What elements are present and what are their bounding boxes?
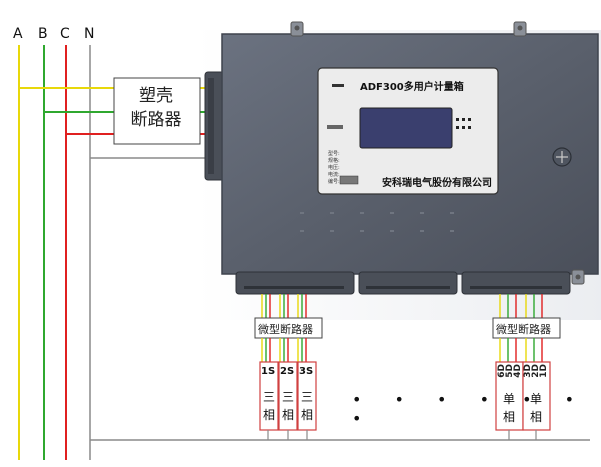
panel-title: ADF300多用户计量箱 [360,82,464,93]
phase-c-label: C [60,26,70,42]
lcd-screen [359,107,453,149]
panel-small-label-5: 编号: [328,179,340,185]
mccb-label: 塑壳 断路器 [113,84,199,132]
right-output-wires [499,294,543,318]
indicator-leds [456,118,471,129]
module-right-1-type: 单相 [503,392,516,424]
panel-small-label-4: 电流: [328,172,340,178]
phase-a-label: A [13,26,23,42]
neutral-drops [267,430,537,440]
module-2s-type: 三相 [282,390,295,422]
meter-module-right-2 [522,361,551,431]
mcb-left-label: 微型断路器 [258,323,313,336]
neutral-label: N [84,26,95,42]
mount-hole [575,274,581,280]
module-right-2-type: 单相 [530,392,543,424]
panel-button[interactable] [327,125,343,129]
mccb-label-line2: 断路器 [130,110,182,130]
mccb-label-line1: 塑壳 [139,86,173,106]
output-terminal-block-left [235,271,355,295]
mcb-right-label: 微型断路器 [496,323,551,336]
meter-module-1s [259,361,279,431]
ellipsis-dots: • • • • • • • [352,390,589,428]
panel-small-label-2: 规格: [328,158,340,164]
mount-hole [294,25,300,31]
module-3s-code: 3S [299,366,314,377]
left-output-wires [261,294,307,318]
output-terminal-block-middle [358,271,458,295]
logo-mark [332,84,344,87]
company-name: 安科瑞电气股份有限公司 [382,178,492,189]
module-3s-type: 三相 [301,390,314,422]
left-mcb-to-module-wires [261,338,307,362]
panel-small-label-1: 型号: [328,151,340,157]
mount-hole [517,25,523,31]
barcode-box [339,175,359,185]
panel-internal-markings [300,212,454,232]
panel-small-label-3: 电压: [328,165,340,171]
module-1s-code: 1S [261,366,276,377]
output-terminal-block-right [461,271,571,295]
mccb-box [113,77,201,145]
right-mcb-to-module-wires [499,338,543,362]
input-terminal-strip [208,78,214,174]
module-2s-code: 2S [280,366,295,377]
phase-b-label: B [38,26,48,42]
module-code-1d: 1D [539,364,549,378]
terminal-screws [244,286,562,289]
module-1s-type: 三相 [263,390,276,422]
module-code-4d: 4D [513,364,523,378]
